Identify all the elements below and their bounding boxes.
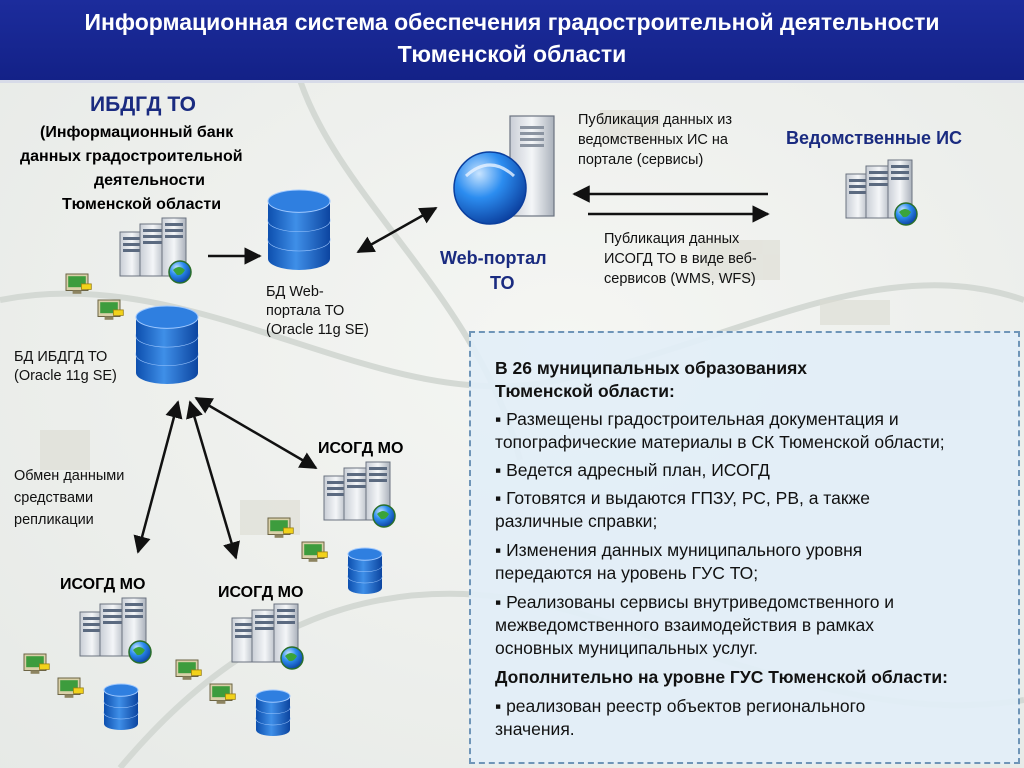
arrow-icon [356,206,438,254]
database-icon [347,547,383,594]
isogd-mo-label-left: ИСОГД МО [60,576,146,593]
workstation-icon [97,299,124,320]
workstation-icon [57,677,84,698]
arrow-icon [194,396,318,470]
info-panel: В 26 муниципальных образованиях Тюменско… [469,331,1020,764]
info-item-3b: различные справки; [495,511,658,531]
web-portal-label-1: Web-портал [440,248,547,268]
ibdgd-line-4: Тюменской области [62,196,222,213]
info-item-2a: ▪ Ведется адресный план, ИСОГД [495,460,770,480]
ibdgd-line-3: деятельности [94,172,205,189]
isogd-mo-label-center: ИСОГД МО [218,584,304,601]
db-web-label-2: портала ТО [266,303,345,319]
info-heading-2: Тюменской области: [495,381,675,401]
server-cluster-icon [79,597,152,664]
db-web-label-3: (Oracle 11g SE) [266,322,369,338]
server-cluster-icon [231,603,304,670]
page-title: Информационная система обеспечения градо… [84,9,940,67]
db-ibdgd-label-1: БД ИБДГД ТО [14,349,108,365]
exchange-2: средствами [14,490,94,506]
web-portal-label-2: ТО [490,273,515,293]
server-cluster-icon [845,159,918,226]
info-item-3a: ▪ Готовятся и выдаются ГПЗУ, РС, РВ, а т… [495,488,870,508]
pub-bottom-1: Публикация данных [604,231,740,247]
info-item-5c: основных муниципальных услуг. [495,638,759,658]
workstation-icon [301,541,328,562]
database-icon [255,689,291,736]
arrow-icon [186,400,240,560]
exchange-3: репликации [14,512,94,528]
pub-bottom-2: ИСОГД ТО в виде веб- [604,251,757,267]
info-item-5b: межведомственного взаимодействия в рамка… [495,615,875,635]
info-item-1a: ▪ Размещены градостроительная документац… [495,409,899,429]
workstation-icon [23,653,50,674]
db-web-label-1: БД Web- [266,284,324,300]
server-cluster-icon [119,217,192,284]
ibdgd-heading: ИБДГД ТО [90,93,196,116]
workstation-icon [65,273,92,294]
info-item-4a: ▪ Изменения данных муниципального уровня [495,540,863,560]
database-icon [135,305,199,384]
pub-top-2: ведомственных ИС на [578,132,728,148]
title-bar: Информационная система обеспечения градо… [0,0,1024,83]
info-item-5a: ▪ Реализованы сервисы внутриведомственно… [495,592,895,612]
pub-top-1: Публикация данных из [578,112,733,128]
pub-top-3: портале (сервисы) [578,152,704,168]
ibdgd-line-1: (Информационный банк [40,124,234,141]
vedom-label: Ведомственные ИС [786,128,963,148]
isogd-mo-label-right: ИСОГД МО [318,440,404,457]
info-heading-extra: Дополнительно на уровне ГУС Тюменской об… [495,667,949,687]
pub-bottom-3: сервисов (WMS, WFS) [604,271,756,287]
database-icon [267,189,331,270]
info-item-4b: передаются на уровень ГУС ТО; [495,563,759,583]
workstation-icon [209,683,236,704]
globe-icon [453,151,527,225]
info-item-6b: значения. [495,719,575,739]
workstation-icon [267,517,294,538]
info-item-6a: ▪ реализован реестр объектов регионально… [495,696,866,716]
db-ibdgd-label-2: (Oracle 11g SE) [14,368,117,384]
info-item-1b: топографические материалы в СК Тюменской… [495,432,945,452]
server-cluster-icon [323,461,396,528]
workstation-icon [175,659,202,680]
arrow-icon [133,400,183,554]
exchange-1: Обмен данными [14,468,125,484]
ibdgd-line-2: данных градостроительной [20,148,243,165]
database-icon [103,683,139,730]
info-heading-1: В 26 муниципальных образованиях [495,358,808,378]
